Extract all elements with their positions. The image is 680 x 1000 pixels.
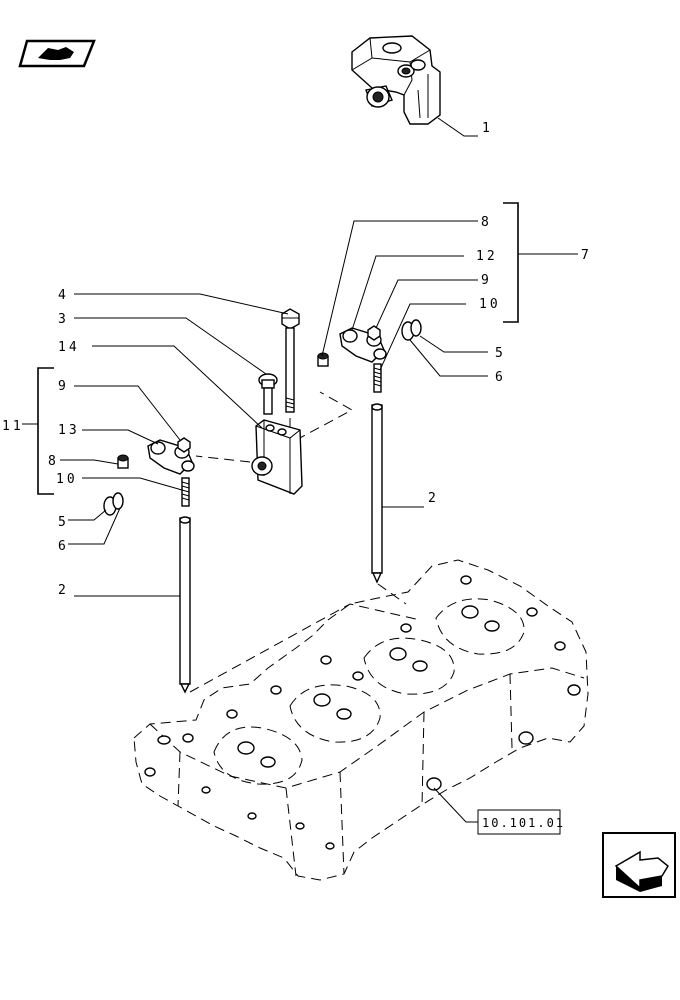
leader-reference <box>433 787 478 823</box>
bracket-11 <box>37 367 54 495</box>
label-9a: 9 <box>481 273 492 288</box>
label-13: 13 <box>58 423 80 438</box>
leader-5b <box>68 509 107 521</box>
adjuster-screw-right <box>373 363 382 393</box>
label-12: 12 <box>476 249 498 264</box>
label-5b: 5 <box>58 515 69 530</box>
hand-pointing-book-icon[interactable] <box>18 39 96 68</box>
leader-12 <box>351 255 464 331</box>
label-8b: 8 <box>48 454 59 469</box>
reference-box[interactable]: 10.101.01 <box>477 809 565 835</box>
dashed-guide-block-left <box>195 455 251 463</box>
label-3: 3 <box>58 312 69 327</box>
dashed-guide-head-right <box>377 583 407 605</box>
label-7: 7 <box>581 248 592 263</box>
support-block-part-14 <box>251 419 303 495</box>
label-11: 11 <box>2 419 24 434</box>
dashed-guide-block-right <box>295 391 354 441</box>
label-1: 1 <box>482 121 493 136</box>
previous-page-arrow-icon[interactable] <box>602 832 676 898</box>
dashed-guide-head-left <box>189 603 421 693</box>
bolt-part-3 <box>258 373 278 415</box>
leader-8b <box>60 459 119 465</box>
leader-8a <box>321 220 478 357</box>
ring-part-6-left <box>112 492 124 510</box>
screw-part-8-right <box>317 352 329 367</box>
leader-13 <box>82 429 159 445</box>
leader-4 <box>74 293 289 315</box>
leader-9b <box>74 385 181 441</box>
rocker-arm-right <box>339 325 387 363</box>
label-6b: 6 <box>58 539 69 554</box>
leader-9a <box>375 279 478 329</box>
bracket-7 <box>503 202 519 323</box>
rocker-assembly-part-1 <box>351 35 441 125</box>
label-6a: 6 <box>495 370 506 385</box>
label-14: 14 <box>58 340 80 355</box>
pushrod-right <box>371 403 383 584</box>
leader-6b <box>68 507 121 545</box>
cylinder-head <box>133 559 589 881</box>
label-9b: 9 <box>58 379 69 394</box>
label-2a: 2 <box>58 583 69 598</box>
label-8a: 8 <box>481 215 492 230</box>
screw-part-8-left <box>117 454 129 469</box>
reference-label: 10.101.01 <box>482 816 565 830</box>
leader-10b <box>82 477 183 491</box>
leader-14 <box>92 345 263 429</box>
leader-1 <box>437 117 478 137</box>
leader-5a <box>419 335 488 353</box>
label-10a: 10 <box>479 297 501 312</box>
bolt-part-4 <box>281 308 300 413</box>
label-5a: 5 <box>495 346 506 361</box>
label-4: 4 <box>58 288 69 303</box>
label-10b: 10 <box>56 472 78 487</box>
leader-6a <box>409 339 488 377</box>
label-2b: 2 <box>428 491 439 506</box>
leader-3 <box>74 317 267 375</box>
leader-10a <box>379 303 466 371</box>
ring-part-5-right <box>410 319 422 337</box>
rocker-arm-left <box>147 437 195 475</box>
adjuster-screw-left <box>181 477 190 507</box>
pushrod-left <box>179 516 191 694</box>
